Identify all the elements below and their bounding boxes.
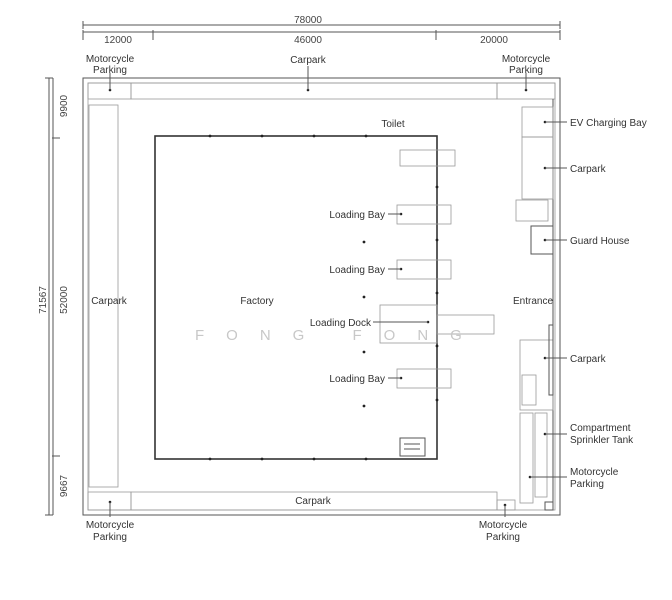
label-sprinkler-1: Compartment [570, 423, 631, 434]
depth-segment-2: 52000 [59, 286, 70, 314]
motorcycle-parking-right [519, 412, 534, 504]
gate [548, 324, 554, 396]
site-boundary [82, 77, 561, 516]
label-moto-top-right-2: Parking [509, 65, 543, 76]
left-dimension: 71567 9900 52000 9667 [38, 77, 70, 516]
loading-bay-2 [396, 259, 452, 280]
depth-segment-1: 9900 [59, 94, 70, 117]
label-entrance: Entrance [513, 296, 553, 307]
loading-bay-3 [396, 368, 452, 389]
carpark-left [88, 104, 119, 488]
loading-dock-bay [436, 314, 495, 335]
motorcycle-parking-bottom-right [496, 499, 516, 511]
label-carpark-right-bottom: Carpark [570, 354, 607, 365]
label-moto-bottom-right-2: Parking [486, 532, 520, 543]
label-moto-top-left-1: Motorcycle [86, 54, 135, 65]
label-factory: Factory [240, 296, 273, 307]
total-depth-label: 71567 [38, 286, 49, 314]
factory-building [154, 135, 438, 460]
width-segment-1: 12000 [104, 35, 132, 46]
label-moto-bottom-right-1: Motorcycle [479, 520, 528, 531]
width-segment-2: 46000 [294, 35, 322, 46]
sprinkler-tank [534, 412, 548, 498]
label-loading-bay-3: Loading Bay [329, 374, 385, 385]
label-sprinkler-2: Sprinkler Tank [570, 435, 634, 446]
width-segment-3: 20000 [480, 35, 508, 46]
label-carpark-top: Carpark [290, 55, 327, 66]
label-carpark-right-top: Carpark [570, 164, 607, 175]
watermark: FONG FONG [195, 327, 484, 344]
label-moto-top-right-1: Motorcycle [502, 54, 551, 65]
carpark-top [130, 82, 498, 100]
label-moto-bottom-left-1: Motorcycle [86, 520, 135, 531]
staircase [399, 437, 426, 457]
loading-bay-1 [396, 204, 452, 225]
label-moto-right-2: Parking [570, 479, 604, 490]
label-moto-bottom-left-2: Parking [93, 532, 127, 543]
top-dimension: 78000 12000 46000 20000 [82, 15, 561, 46]
label-loading-bay-2: Loading Bay [329, 265, 385, 276]
toilet-area [399, 149, 456, 167]
label-toilet: Toilet [381, 119, 405, 130]
label-guard-house: Guard House [570, 236, 630, 247]
label-ev-charging: EV Charging Bay [570, 118, 647, 129]
right-block [515, 199, 549, 222]
site-inner-boundary [87, 82, 556, 511]
label-moto-right-1: Motorcycle [570, 467, 619, 478]
columns [208, 134, 439, 461]
label-carpark-bottom: Carpark [295, 496, 332, 507]
depth-segment-3: 9667 [59, 474, 70, 497]
label-loading-bay-1: Loading Bay [329, 210, 385, 221]
label-moto-top-left-2: Parking [93, 65, 127, 76]
label-carpark-left: Carpark [91, 296, 128, 307]
total-width-label: 78000 [294, 15, 322, 26]
label-loading-dock: Loading Dock [310, 318, 372, 329]
